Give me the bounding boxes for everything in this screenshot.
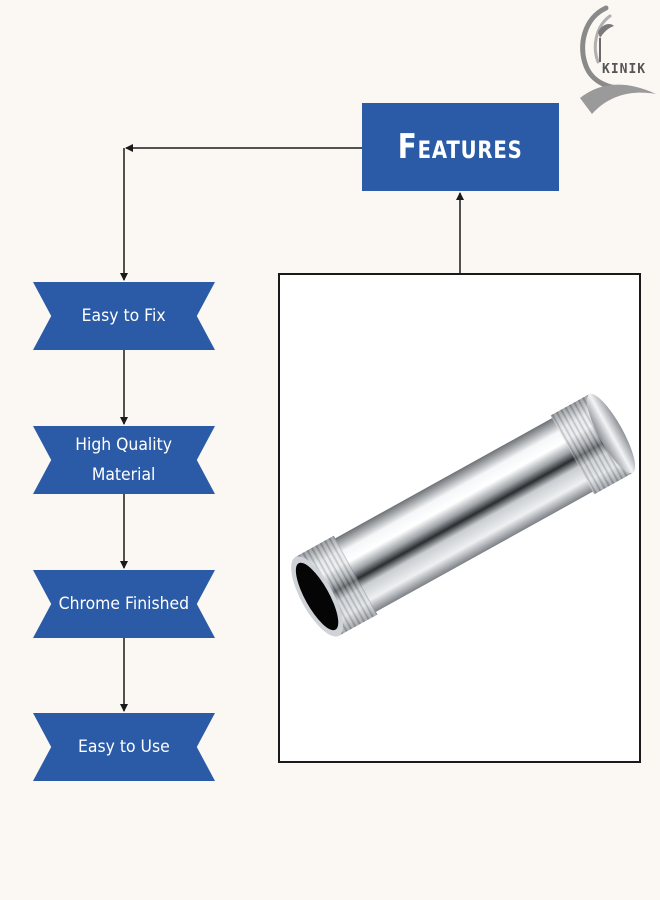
feature-ribbon-easy-to-fix: Easy to Fix <box>33 282 215 350</box>
feature-label: Easy to Use <box>78 737 170 757</box>
feature-ribbon-easy-to-use: Easy to Use <box>33 713 215 781</box>
brand-logo-text: KINIK <box>602 62 647 77</box>
feature-ribbon-chrome-finished: Chrome Finished <box>33 570 215 638</box>
feature-label: Easy to Fix <box>82 306 166 326</box>
brand-logo-icon: KINIK <box>570 2 658 124</box>
product-image-frame <box>278 273 641 763</box>
features-title: Features <box>398 127 523 167</box>
features-title-box: Features <box>362 103 559 191</box>
feature-label: Chrome Finished <box>58 594 190 614</box>
chrome-pipe-nipple-image <box>291 393 636 637</box>
feature-label: High Quality Material <box>75 435 173 485</box>
feature-ribbon-high-quality-material: High Quality Material <box>33 426 215 494</box>
